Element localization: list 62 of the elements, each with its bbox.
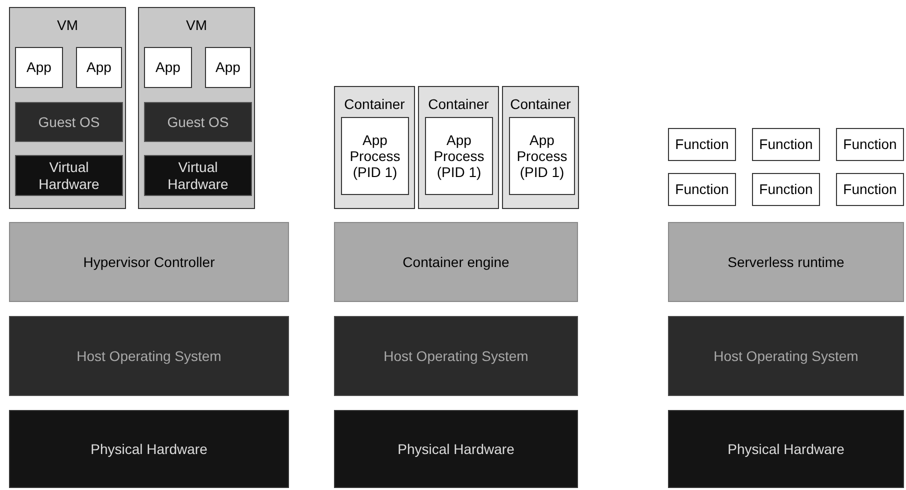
container-box [334, 86, 415, 209]
function-box [752, 173, 820, 206]
box-label: App [154, 59, 182, 76]
app-box [15, 47, 63, 88]
function-box [668, 173, 736, 206]
box-label: Guest OS [37, 114, 101, 130]
virtual-hardware-box [144, 155, 252, 196]
box-label: Function [675, 136, 729, 153]
container-box [418, 86, 499, 209]
box-label: Physical Hardware [726, 440, 846, 458]
host-os-layer [9, 316, 289, 396]
box-label: App [86, 59, 112, 76]
box-label: App [214, 59, 242, 76]
function-box [668, 128, 736, 161]
process-box [341, 117, 409, 195]
app-box [144, 47, 192, 88]
vm-box [9, 7, 126, 209]
function-box [836, 173, 904, 206]
app-box [76, 47, 122, 88]
runtime-layer [9, 222, 289, 302]
box-heading: VM [56, 17, 79, 34]
box-label: Serverless runtime [726, 254, 846, 270]
hardware-layer [668, 410, 904, 488]
host-os-layer [334, 316, 578, 396]
runtime-layer [334, 222, 578, 302]
box-label: App [26, 59, 52, 76]
box-label: Function [843, 136, 897, 153]
box-label: Virtual Hardware [38, 159, 100, 192]
box-label: Guest OS [166, 114, 230, 130]
box-label: Container engine [402, 254, 510, 270]
box-heading: Container [509, 96, 572, 112]
function-box [836, 128, 904, 161]
process-box [425, 117, 493, 195]
box-heading: Container [427, 96, 490, 112]
box-label: Hypervisor Controller [82, 254, 216, 270]
box-label: Function [759, 181, 813, 198]
hardware-layer [334, 410, 578, 488]
box-label: Host Operating System [382, 348, 530, 364]
guest-os-box [15, 102, 123, 142]
runtime-layer [668, 222, 904, 302]
box-label: Function [759, 136, 813, 153]
box-label: App Process (PID 1) [432, 132, 486, 180]
box-label: Host Operating System [76, 348, 222, 364]
container-box [502, 86, 579, 209]
box-label: Function [843, 181, 897, 198]
app-box [205, 47, 251, 88]
function-box [752, 128, 820, 161]
process-box [509, 117, 575, 195]
box-label: Host Operating System [712, 348, 860, 364]
box-heading: Container [343, 96, 406, 112]
box-label: Physical Hardware [396, 440, 516, 458]
box-heading: VM [185, 17, 208, 34]
box-label: Physical Hardware [90, 440, 208, 458]
box-label: Function [675, 181, 729, 198]
box-label: App Process (PID 1) [516, 132, 568, 180]
guest-os-box [144, 102, 252, 142]
vm-box [138, 7, 255, 209]
virtual-hardware-box [15, 155, 123, 196]
host-os-layer [668, 316, 904, 396]
hardware-layer [9, 410, 289, 488]
box-label: Virtual Hardware [166, 159, 230, 192]
box-label: App Process (PID 1) [348, 132, 402, 180]
